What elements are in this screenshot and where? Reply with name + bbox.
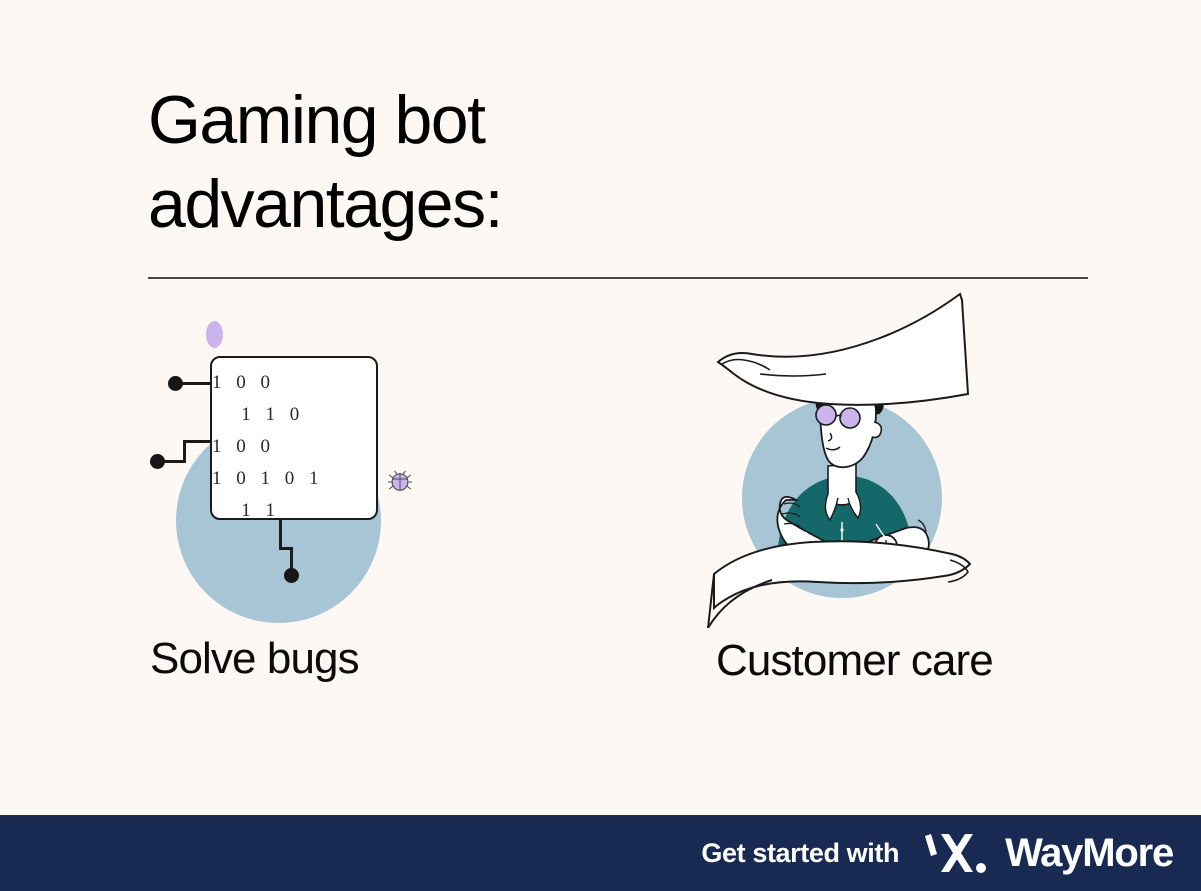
binary-code-row: 1 1 <box>212 500 280 520</box>
connector-wire-icon <box>279 547 293 550</box>
binary-code-row: 1 0 0 <box>212 372 275 393</box>
illustration-customer-care <box>700 288 1120 628</box>
connector-wire-icon <box>279 520 282 550</box>
header-divider <box>148 277 1088 279</box>
binary-code-panel: 1 0 0 1 1 0 1 0 0 1 0 1 0 1 1 1 <box>210 356 378 520</box>
page-title: Gaming bot advantages: <box>148 82 504 242</box>
connector-node-icon <box>168 376 183 391</box>
brand-lockup[interactable]: WayMore <box>921 828 1174 878</box>
advantage-card-solve-bugs: 1 0 0 1 1 0 1 0 0 1 0 1 0 1 1 1 <box>148 288 578 683</box>
connector-wire-icon <box>182 382 214 385</box>
connector-wire-icon <box>183 440 213 443</box>
card-label-customer-care: Customer care <box>716 636 994 685</box>
waymore-mark-icon <box>925 834 987 873</box>
advantage-card-customer-care: Customer care <box>700 288 1120 685</box>
footer-bar: Get started with WayMore <box>0 815 1201 891</box>
card-label-solve-bugs: Solve bugs <box>150 634 360 683</box>
support-agent-icon <box>707 292 972 628</box>
bug-icon <box>388 470 412 491</box>
footer-cta-text: Get started with <box>701 837 900 868</box>
connector-node-icon <box>150 454 165 469</box>
binary-code-row: 1 0 0 <box>212 436 275 457</box>
brand-name-text: WayMore <box>1005 830 1174 875</box>
illustration-solve-bugs: 1 0 0 1 1 0 1 0 0 1 0 1 0 1 1 1 <box>148 288 578 623</box>
connector-wire-icon <box>183 440 186 463</box>
binary-code-row: 1 1 0 <box>212 404 305 425</box>
binary-code-row: 1 0 1 0 1 <box>212 468 324 489</box>
connector-wire-icon <box>290 547 293 571</box>
purple-blob-icon <box>206 321 223 348</box>
connector-wire-icon <box>164 460 186 463</box>
connector-node-icon <box>284 568 299 583</box>
